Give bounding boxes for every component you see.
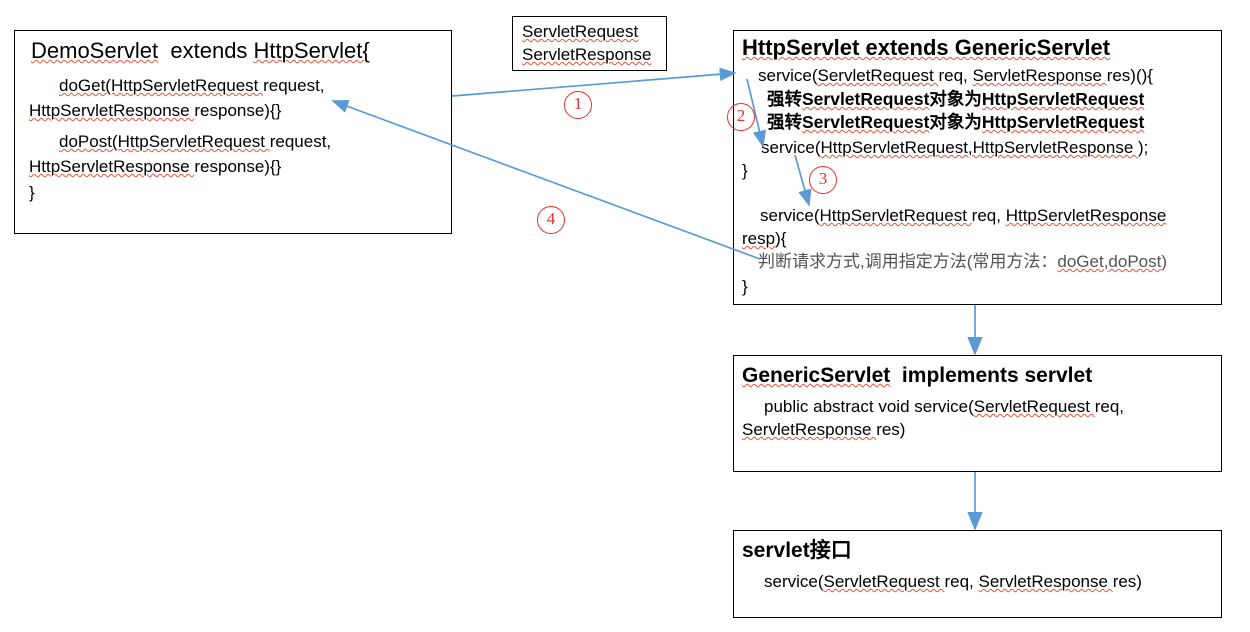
generic-servlet-method-line2: ServletResponse res) <box>742 420 906 439</box>
marker-circle-1: 1 <box>564 91 592 119</box>
marker-circle-3: 3 <box>809 166 837 194</box>
servlet-interface-title: servlet接口 <box>742 539 852 562</box>
demo-servlet-dopost-line1: doPost(HttpServletRequest request, <box>59 132 332 151</box>
box-servlet-interface: servlet接口 service(ServletRequest req, Se… <box>733 530 1222 618</box>
arrow-demoservlet-to-httpservlet <box>451 67 737 97</box>
http-servlet-title: HttpServlet extends GenericServlet <box>742 35 1111 60</box>
http-servlet-overload-signature-line2: resp){ <box>742 229 787 248</box>
box-demo-servlet: DemoServlet extends HttpServlet{ doGet(H… <box>14 30 452 234</box>
http-servlet-overload-signature-line1: service(HttpServletRequest req, HttpServ… <box>760 206 1167 225</box>
demo-servlet-closing-brace: } <box>29 183 35 202</box>
demo-servlet-dopost-line2: HttpServletResponse response){} <box>29 157 282 176</box>
box-http-servlet: HttpServlet extends GenericServlet servi… <box>733 30 1222 305</box>
http-servlet-cast-line-1: 强转ServletRequest对象为HttpServletRequest <box>767 89 1145 109</box>
generic-servlet-title: GenericServlet implements servlet <box>742 364 1093 387</box>
http-servlet-brace-2: } <box>742 277 748 296</box>
marker-circle-4: 4 <box>537 206 565 234</box>
box-servlet-params: ServletRequest ServletResponse <box>512 16 667 71</box>
servlet-interface-method: service(ServletRequest req, ServletRespo… <box>764 572 1142 591</box>
demo-servlet-title: DemoServlet extends HttpServlet{ <box>31 38 370 63</box>
box-generic-servlet: GenericServlet implements servlet public… <box>733 355 1222 472</box>
servlet-params-line-2: ServletResponse <box>522 45 652 64</box>
demo-servlet-doget-line1: doGet(HttpServletRequest request, <box>59 76 325 95</box>
servlet-params-line-1: ServletRequest <box>522 22 639 41</box>
generic-servlet-method-line1: public abstract void service(ServletRequ… <box>764 397 1125 416</box>
http-servlet-dispatch-comment: 判断请求方式,调用指定方法(常用方法：doGet,doPost) <box>758 252 1168 271</box>
demo-servlet-doget-line2: HttpServletResponse response){} <box>29 101 282 120</box>
http-servlet-service-delegate: service(HttpServletRequest,HttpServletRe… <box>761 138 1149 157</box>
http-servlet-service-signature: service(ServletRequest req, ServletRespo… <box>758 66 1153 85</box>
http-servlet-brace-1: } <box>742 161 748 180</box>
marker-circle-2: 2 <box>727 103 755 131</box>
http-servlet-cast-line-2: 强转ServletRequest对象为HttpServletRequest <box>767 112 1145 132</box>
